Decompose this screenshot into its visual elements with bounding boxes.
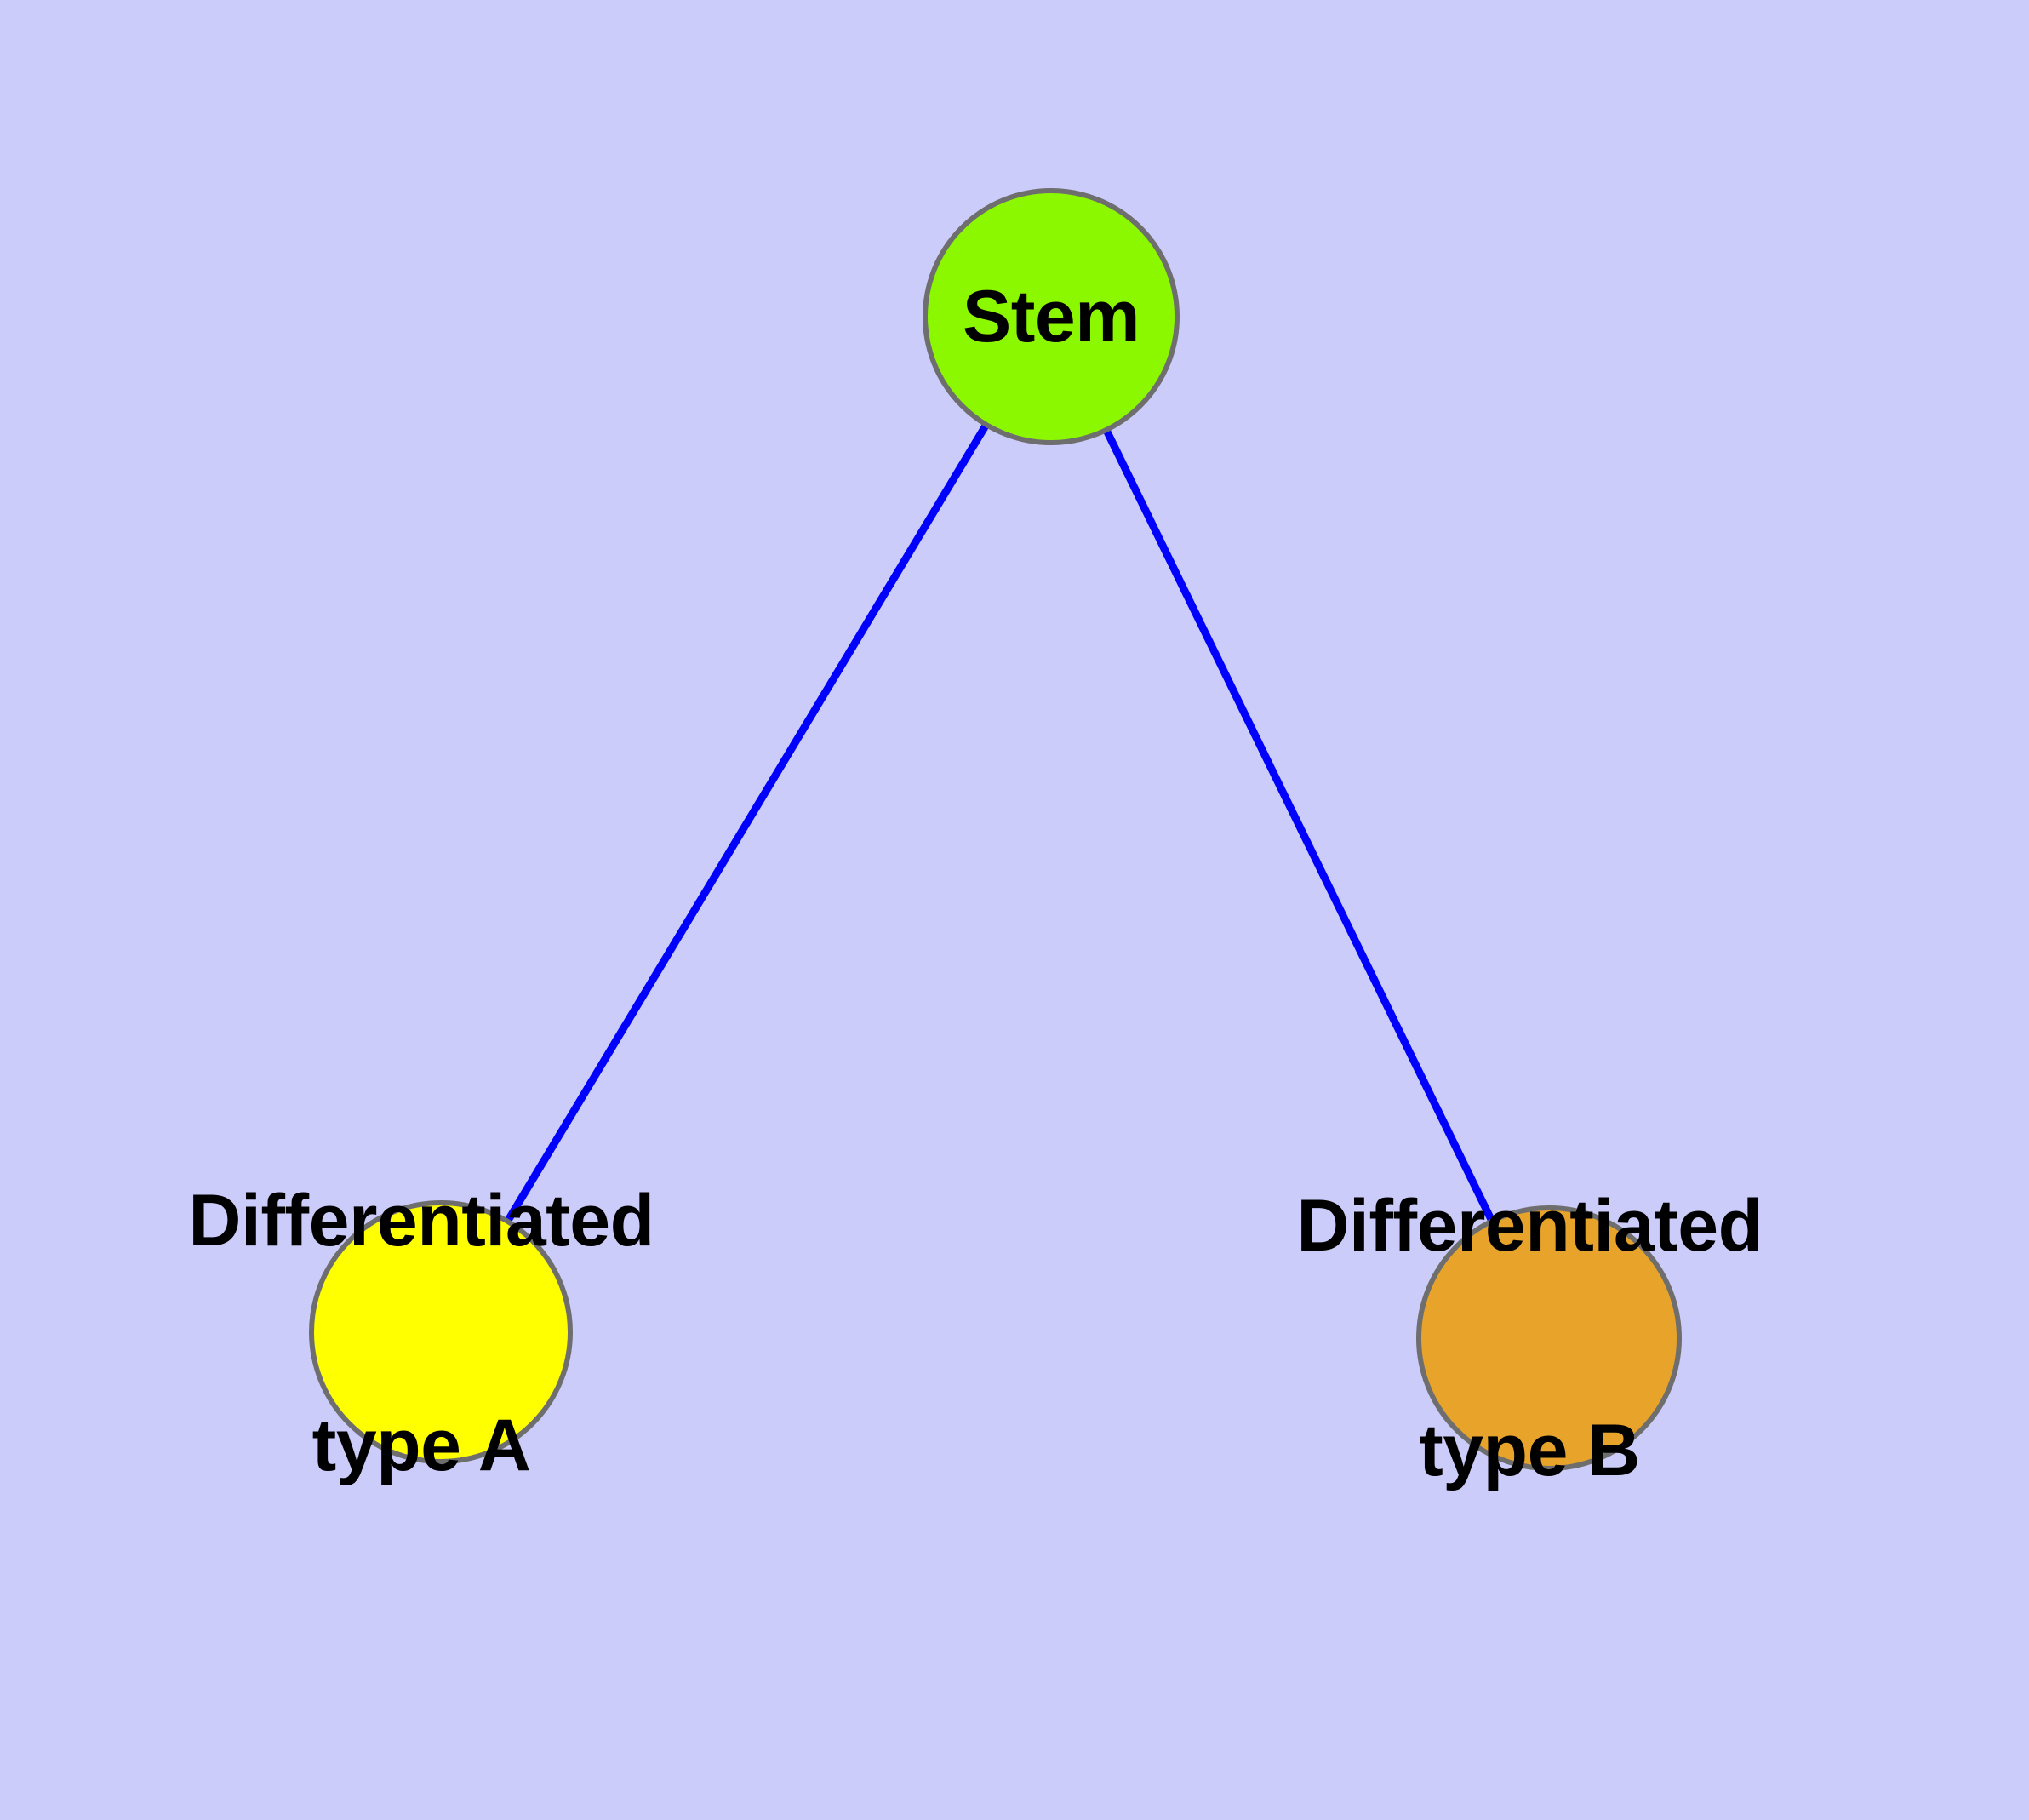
edge-layer <box>437 314 1553 1340</box>
node-layer <box>309 188 1682 1471</box>
edge-stem-to-diff-a[interactable] <box>437 314 1055 1335</box>
edge-stem-to-diff-b[interactable] <box>1047 315 1553 1340</box>
node-diff_a[interactable] <box>309 1200 573 1464</box>
node-diff_b[interactable] <box>1416 1205 1682 1471</box>
node-stem[interactable] <box>923 188 1180 445</box>
